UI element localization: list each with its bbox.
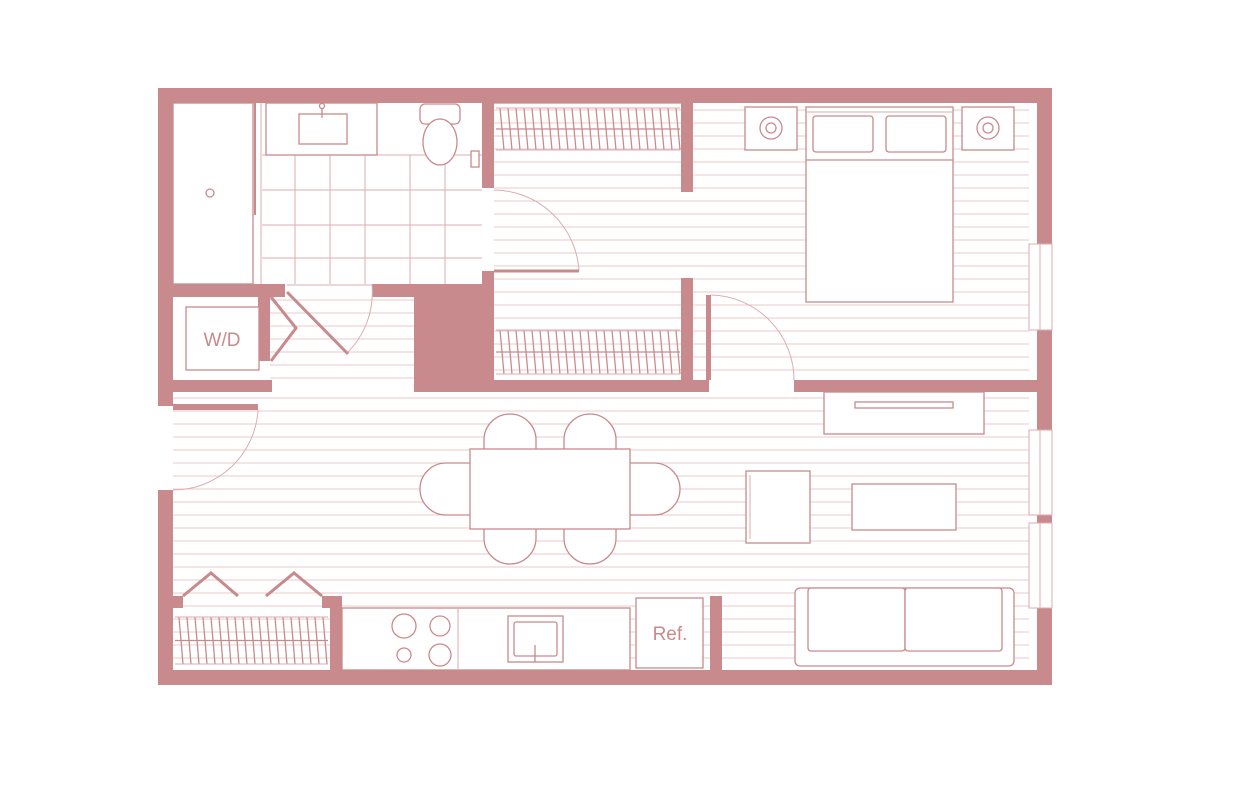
hanger-line	[515, 329, 521, 375]
hanger-line	[603, 107, 609, 151]
hanger-line	[587, 107, 593, 151]
hanger-line	[659, 329, 665, 375]
hanger-line	[507, 329, 513, 375]
hanger-line	[651, 107, 657, 151]
refrigerator: Ref.	[635, 597, 704, 669]
hanger-line	[643, 107, 649, 151]
hanger-line	[635, 107, 641, 151]
refrigerator-label: Ref.	[653, 624, 688, 645]
bathroom-vanity	[265, 102, 378, 156]
hanger-line	[563, 329, 569, 375]
hanger-line	[186, 616, 192, 665]
hanger-line	[250, 616, 256, 665]
hanger-line	[595, 107, 601, 151]
hanger-line	[571, 107, 577, 151]
hanger-line	[579, 107, 585, 151]
hanger-line	[226, 616, 232, 665]
nightstand-left	[744, 106, 798, 151]
hanger-line	[515, 107, 521, 151]
windows	[1028, 243, 1053, 609]
hanger-line	[523, 107, 529, 151]
cooktop	[391, 613, 452, 667]
hanger-line	[266, 616, 272, 665]
toilet	[419, 103, 480, 168]
hanger-line	[643, 329, 649, 375]
hanger-line	[675, 329, 681, 375]
tv-console	[823, 391, 985, 435]
hanger-line	[499, 329, 505, 375]
hanger-line	[242, 616, 248, 665]
hanger-line	[531, 107, 537, 151]
hanger-line	[298, 616, 304, 665]
hanger-line	[547, 107, 553, 151]
bathroom-tiles	[262, 154, 482, 284]
bed	[805, 106, 954, 303]
hanger-line	[611, 107, 617, 151]
hanger-line	[667, 107, 673, 151]
hanger-line	[555, 107, 561, 151]
dining-set	[419, 413, 681, 565]
exterior-walls	[158, 88, 1052, 685]
hanger-line	[258, 616, 264, 665]
hanger-line	[322, 616, 328, 665]
hanger-line	[507, 107, 513, 151]
hanger-line	[603, 329, 609, 375]
hanger-line	[539, 107, 545, 151]
hanger-line	[234, 616, 240, 665]
closet-bifold-doors	[182, 571, 323, 598]
hanger-line	[274, 616, 280, 665]
hanger-line	[611, 329, 617, 375]
hanger-line	[619, 329, 625, 375]
hanger-line	[563, 107, 569, 151]
hanger-line	[659, 107, 665, 151]
closet-rods	[175, 107, 681, 665]
hanger-line	[667, 329, 673, 375]
coffee-table	[851, 483, 957, 531]
hanger-line	[579, 329, 585, 375]
doors	[172, 189, 795, 491]
hanger-line	[555, 329, 561, 375]
hanger-line	[595, 329, 601, 375]
hanger-line	[571, 329, 577, 375]
hanger-line	[202, 616, 208, 665]
hanger-line	[210, 616, 216, 665]
kitchen-counter	[341, 607, 631, 671]
hanger-line	[587, 329, 593, 375]
hanger-line	[523, 329, 529, 375]
sofa	[794, 587, 1015, 667]
interior-walls	[158, 100, 1052, 676]
hanger-line	[539, 329, 545, 375]
hanger-line	[499, 107, 505, 151]
hanger-line	[651, 329, 657, 375]
hanger-line	[619, 107, 625, 151]
armchair	[745, 470, 811, 544]
hanger-line	[635, 329, 641, 375]
hanger-line	[675, 107, 681, 151]
washer-dryer: W/D	[185, 306, 260, 371]
hanger-line	[627, 329, 633, 375]
shower	[172, 102, 262, 285]
hanger-line	[290, 616, 296, 665]
hanger-line	[282, 616, 288, 665]
hanger-line	[194, 616, 200, 665]
hanger-line	[314, 616, 320, 665]
nightstand-right	[961, 106, 1015, 151]
hanger-line	[531, 329, 537, 375]
wd-label: W/D	[204, 330, 241, 351]
hanger-line	[547, 329, 553, 375]
hanger-line	[306, 616, 312, 665]
hanger-line	[627, 107, 633, 151]
hanger-line	[178, 616, 184, 665]
kitchen-sink	[507, 615, 564, 663]
hanger-line	[218, 616, 224, 665]
wd-bifold-door	[269, 296, 298, 362]
